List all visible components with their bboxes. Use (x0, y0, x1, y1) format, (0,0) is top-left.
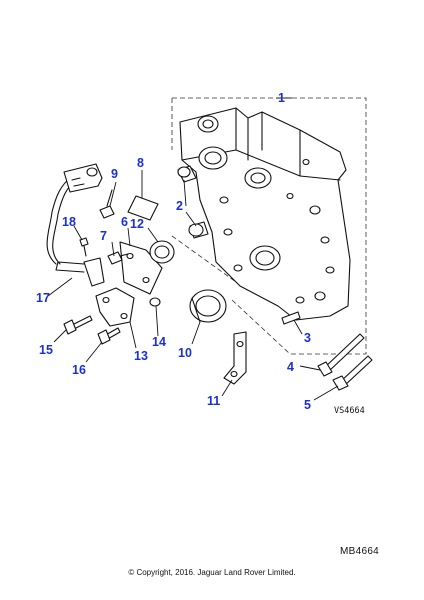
bolt-part-9 (99, 189, 115, 219)
copyright-notice: © Copyright, 2016. Jaguar Land Rover Lim… (128, 568, 296, 577)
callout-9: 9 (111, 167, 118, 181)
callout-5: 5 (304, 398, 311, 412)
cover-plate (127, 195, 159, 221)
oil-seal-part-12 (149, 240, 175, 264)
screw-part-18 (79, 237, 89, 257)
bolt-part-15 (63, 315, 93, 335)
dowel-pin (281, 311, 301, 325)
callout-8: 8 (137, 156, 144, 170)
bush-upper (177, 165, 197, 183)
callouts: 1 2 3 4 5 6 7 8 9 10 11 12 13 14 15 16 1… (36, 91, 311, 412)
bush-lower (188, 221, 209, 239)
sensor-bracket (95, 287, 135, 327)
bolt-part-16 (97, 327, 121, 345)
leader-lines (47, 97, 339, 401)
callout-12: 12 (130, 217, 144, 231)
bracket-plate (119, 241, 163, 295)
view-code: VS4664 (334, 406, 365, 416)
figure-code: MB4664 (340, 546, 380, 557)
callout-11: 11 (207, 394, 220, 408)
callout-3: 3 (304, 331, 311, 345)
callout-15: 15 (39, 343, 53, 357)
callout-10: 10 (178, 346, 192, 360)
spacer (149, 297, 161, 307)
callout-16: 16 (72, 363, 86, 377)
screw-part-7 (107, 251, 129, 265)
timing-cover-housing (179, 107, 351, 321)
callout-17: 17 (36, 291, 50, 305)
mounting-bracket (223, 331, 247, 385)
callout-1: 1 (278, 91, 285, 105)
callout-13: 13 (134, 349, 148, 363)
callout-7: 7 (100, 229, 107, 243)
bolt-part-5 (332, 355, 373, 391)
crankshaft-oil-seal (189, 289, 227, 323)
callout-6: 6 (121, 215, 128, 229)
callout-18: 18 (62, 215, 76, 229)
crankshaft-sensor (46, 163, 105, 287)
callout-2: 2 (176, 199, 183, 213)
callout-4: 4 (287, 360, 294, 374)
callout-14: 14 (152, 335, 166, 349)
bolt-part-4 (317, 333, 365, 377)
